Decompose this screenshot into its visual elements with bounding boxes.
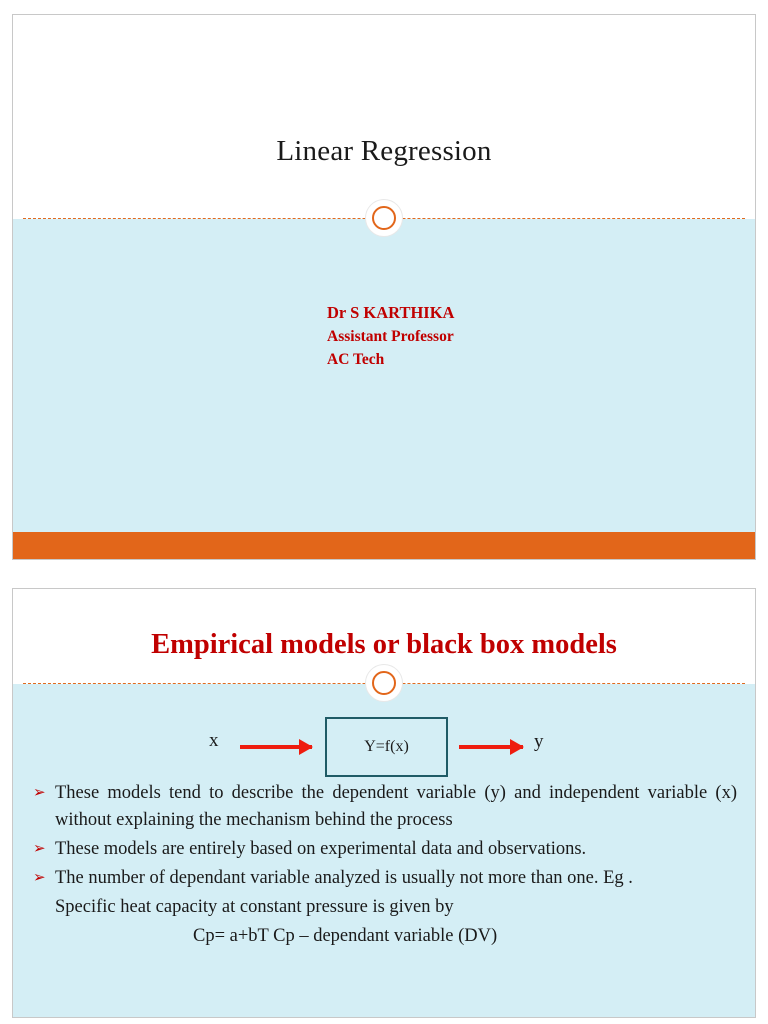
slide-2-body: x Y=f(x) y ➢ These models tend to descri… <box>13 684 755 1017</box>
arrow-right-icon-output <box>459 739 524 755</box>
list-item: ➢ These models tend to describe the depe… <box>33 780 737 834</box>
slide-2: Empirical models or black box models x Y… <box>12 588 756 1018</box>
body-line-equation: Cp= a+bT Cp – dependant variable (DV) <box>193 926 498 946</box>
slide-1-body: Dr S KARTHIKA Assistant Professor AC Tec… <box>13 219 755 532</box>
slide-1-title-band: Linear Regression <box>13 15 755 559</box>
list-item-text: These models tend to describe the depend… <box>55 783 737 830</box>
list-item: ➢ The number of dependant variable analy… <box>33 865 737 892</box>
black-box-diagram: x Y=f(x) y <box>13 702 755 780</box>
slide-2-title-band: Empirical models or black box models <box>13 589 755 1017</box>
bullet-arrow-icon: ➢ <box>33 870 46 886</box>
slide-1: Linear Regression Dr S KARTHIKA Assistan… <box>12 14 756 560</box>
list-item-text: The number of dependant variable analyze… <box>55 868 633 888</box>
list-item: ➢ These models are entirely based on exp… <box>33 836 737 863</box>
slide-1-title: Linear Regression <box>276 135 492 167</box>
slide-1-footer-bar <box>13 532 755 559</box>
diagram-output-label: y <box>534 731 544 752</box>
slide-2-bullet-list: ➢ These models tend to describe the depe… <box>33 780 737 950</box>
body-line-specific-heat: Specific heat capacity at constant press… <box>55 897 454 917</box>
slide-2-title: Empirical models or black box models <box>151 629 617 660</box>
arrow-right-icon-input <box>240 739 313 755</box>
author-name: Dr S KARTHIKA <box>327 303 455 322</box>
bullet-arrow-icon: ➢ <box>33 785 46 801</box>
author-affiliation: AC Tech <box>327 351 385 368</box>
list-item-text: These models are entirely based on exper… <box>55 839 587 859</box>
ring-ornament-icon <box>365 664 403 702</box>
author-block: Dr S KARTHIKA Assistant Professor AC Tec… <box>327 301 454 372</box>
ring-ornament-icon <box>365 199 403 237</box>
diagram-function-box: Y=f(x) <box>325 717 448 777</box>
diagram-input-label: x <box>209 730 219 751</box>
bullet-arrow-icon: ➢ <box>33 841 46 857</box>
author-designation: Assistant Professor <box>327 327 454 345</box>
